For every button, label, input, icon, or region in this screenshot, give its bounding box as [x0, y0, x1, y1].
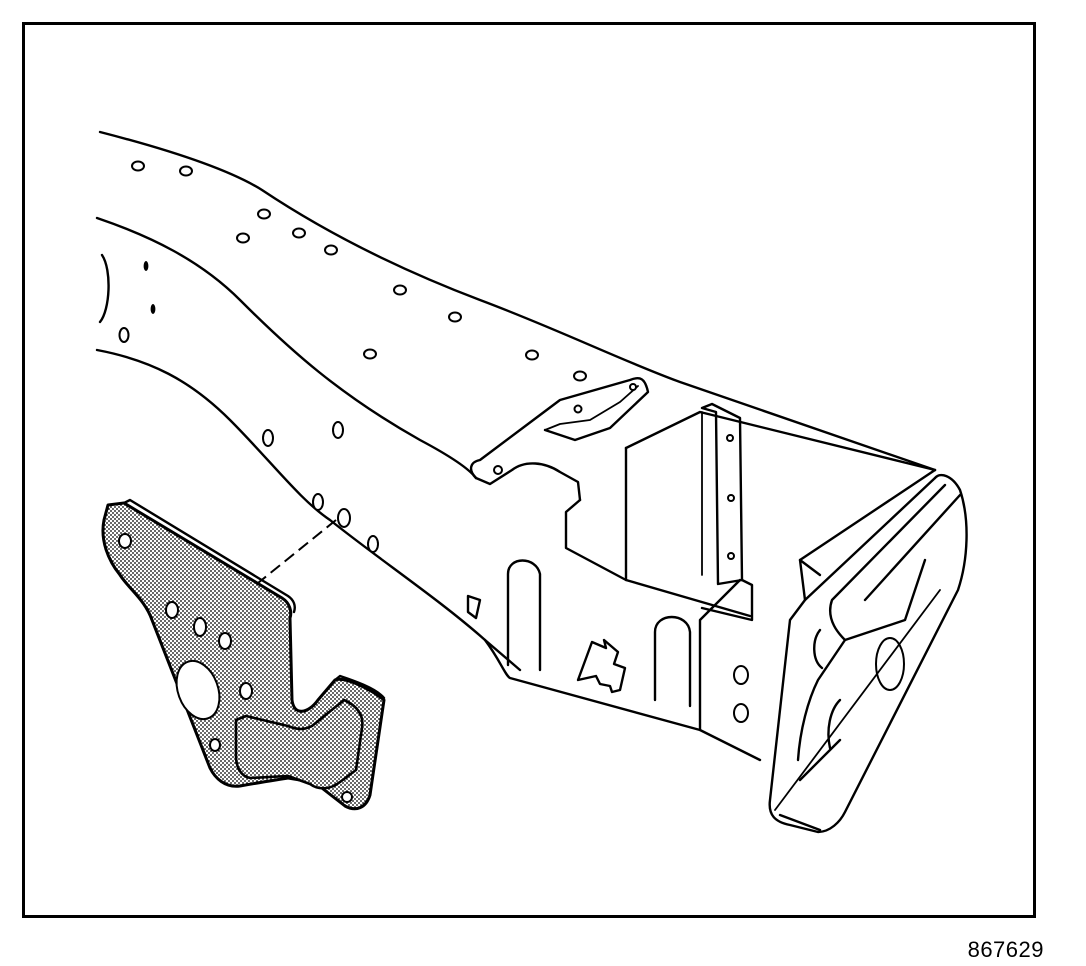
frame-rail: [95, 130, 937, 762]
rear-crossmember-end: [768, 468, 968, 834]
alignment-line: [257, 519, 337, 584]
mounting-bracket: [101, 498, 386, 811]
figure-number: 867629: [967, 937, 1044, 962]
